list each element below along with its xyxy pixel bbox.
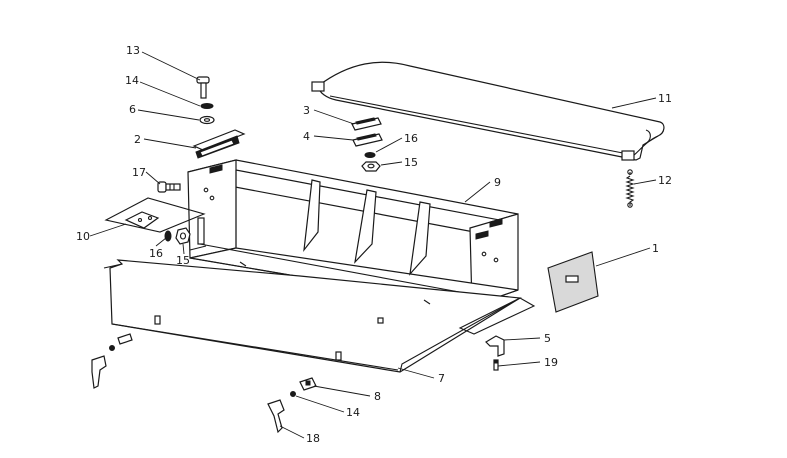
callout-6: 6 bbox=[129, 103, 136, 116]
callout-10: 10 bbox=[76, 230, 90, 243]
callout-9: 9 bbox=[494, 176, 501, 189]
part-6-washer bbox=[199, 115, 215, 125]
part-17-bolt bbox=[157, 181, 181, 193]
callout-4: 4 bbox=[303, 130, 310, 143]
part-18-lever bbox=[267, 399, 285, 434]
callout-11: 11 bbox=[658, 92, 672, 105]
callout-3: 3 bbox=[303, 104, 310, 117]
callout-12: 12 bbox=[658, 174, 672, 187]
leader-lines bbox=[89, 51, 657, 439]
part-16-washer-top bbox=[364, 152, 376, 158]
part-12-spring bbox=[625, 169, 635, 208]
part-13-bolt bbox=[196, 76, 210, 99]
part-1-filter-block bbox=[547, 251, 599, 313]
part-16-washer-left bbox=[164, 230, 172, 242]
part-15-nut-left bbox=[175, 227, 191, 245]
part-4-plate bbox=[352, 133, 383, 147]
part-3-plate bbox=[351, 117, 382, 131]
part-14-spring-washer bbox=[200, 103, 214, 109]
callout-1: 1 bbox=[652, 242, 659, 255]
callout-2: 2 bbox=[134, 133, 141, 146]
part-19-pin bbox=[493, 359, 499, 371]
part-7-front-panel bbox=[103, 259, 522, 373]
callout-15-left: 15 bbox=[176, 254, 190, 267]
part-2-clamp-plate bbox=[192, 129, 246, 159]
callout-14-bottom: 14 bbox=[346, 406, 360, 419]
lever-handle-left bbox=[91, 333, 133, 389]
callout-7: 7 bbox=[438, 372, 445, 385]
part-5-bracket bbox=[458, 297, 536, 357]
part-11-curved-cover bbox=[311, 61, 665, 161]
callout-labels: 13 14 6 2 3 4 16 15 11 12 1 9 17 10 16 1… bbox=[76, 44, 672, 445]
callout-14-top: 14 bbox=[125, 74, 139, 87]
callout-8: 8 bbox=[374, 390, 381, 403]
callout-17: 17 bbox=[132, 166, 146, 179]
callout-16-top: 16 bbox=[404, 132, 418, 145]
callout-18: 18 bbox=[306, 432, 320, 445]
callout-15-top: 15 bbox=[404, 156, 418, 169]
callout-13: 13 bbox=[126, 44, 140, 57]
callout-5: 5 bbox=[544, 332, 551, 345]
callout-19: 19 bbox=[544, 356, 558, 369]
part-14-washer-bottom bbox=[290, 391, 296, 397]
part-8-block bbox=[299, 377, 317, 391]
part-15-nut-top bbox=[361, 161, 381, 172]
part-10-bracket bbox=[104, 197, 206, 233]
callout-16-left: 16 bbox=[149, 247, 163, 260]
